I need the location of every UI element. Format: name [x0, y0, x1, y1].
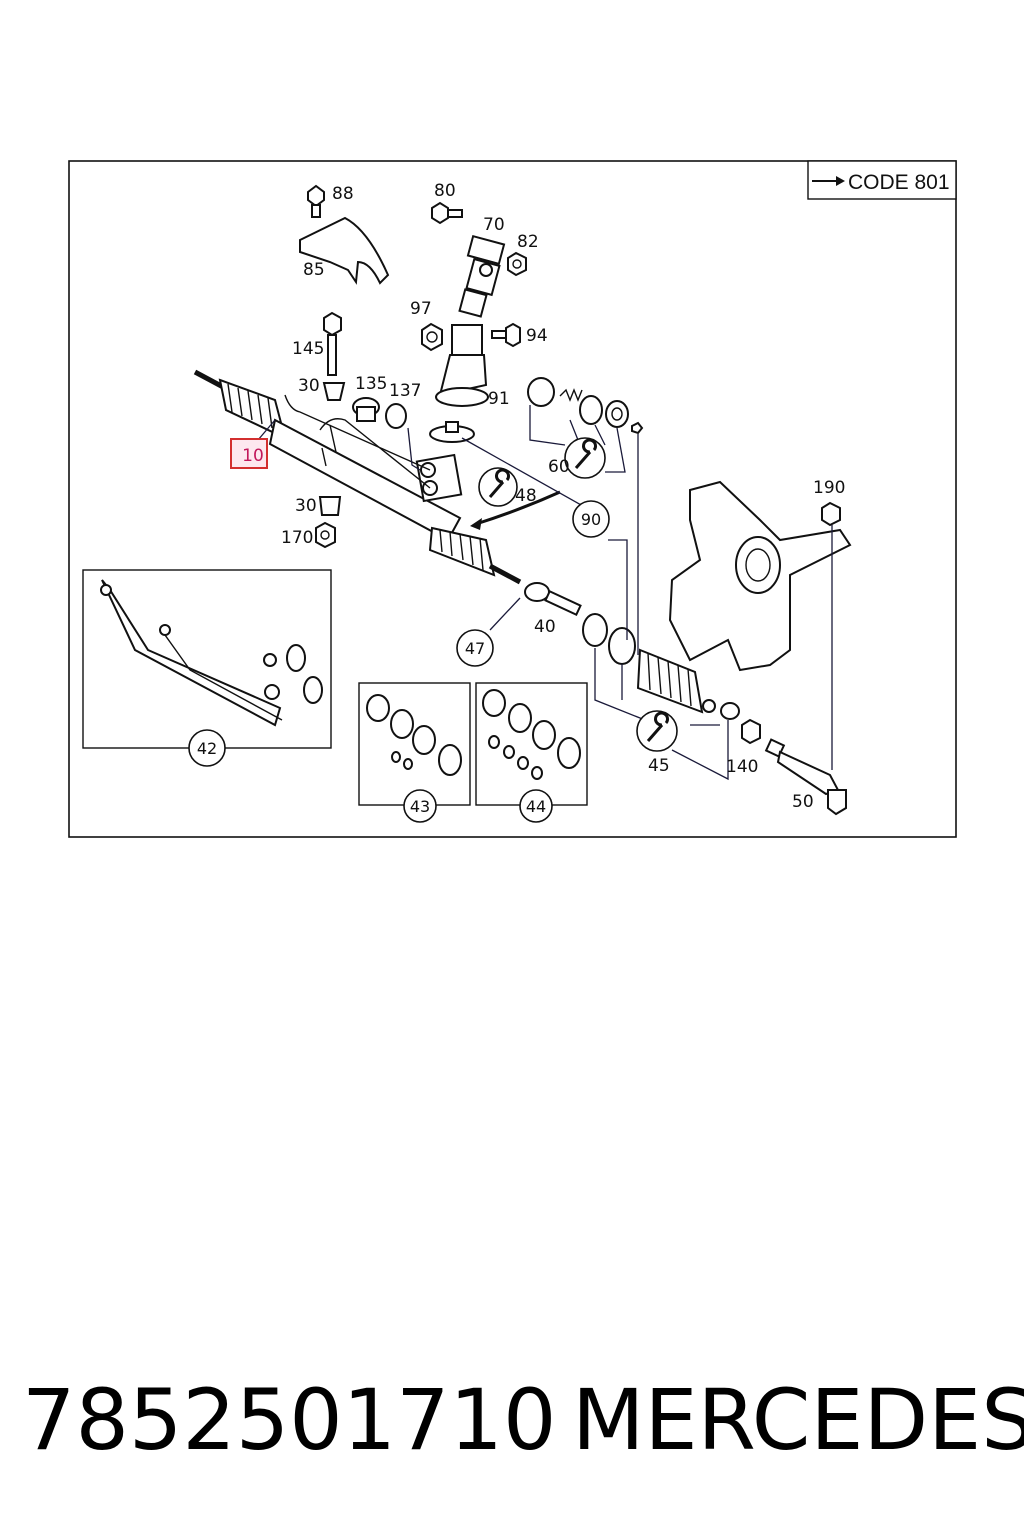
part-140-clamp: [720, 702, 740, 720]
callout-135: 135: [355, 374, 387, 394]
wrench-callout-45: [636, 710, 678, 752]
svg-text:90: 90: [581, 510, 601, 529]
part-88-bolt: [307, 184, 325, 218]
callout-170: 170: [281, 528, 313, 548]
part-85-shield: [299, 216, 390, 285]
svg-text:42: 42: [197, 739, 217, 758]
callout-30-lower: 30: [295, 496, 317, 516]
callout-94: 94: [526, 326, 548, 346]
callout-48: 48: [515, 486, 537, 506]
wrench-icon: [646, 711, 669, 742]
part-145-bolt: [323, 311, 342, 376]
callout-97: 97: [410, 299, 432, 319]
part-60-spring: [559, 388, 583, 402]
part-tie-rod-nut: [741, 718, 761, 745]
callout-50: 50: [792, 792, 814, 812]
callout-40: 40: [534, 617, 556, 637]
wrench-callout-48: [478, 467, 518, 507]
callout-140: 140: [726, 757, 758, 777]
part-number: 7852501710: [22, 1371, 557, 1469]
diagram-frame: [68, 160, 957, 838]
part-60-cap: [527, 377, 555, 407]
inset-box-43: [358, 682, 471, 806]
inset-box-44: [475, 682, 588, 806]
part-60-ring: [579, 395, 603, 425]
code-box: CODE 801: [807, 160, 957, 200]
callout-60: 60: [548, 457, 570, 477]
svg-text:10: 10: [242, 446, 264, 466]
highlighted-callout-10[interactable]: 10: [230, 438, 268, 469]
callout-30: 30: [298, 376, 320, 396]
part-135-plug: [352, 397, 380, 422]
callout-91: 91: [488, 389, 510, 409]
part-50-tie-rod-end: [764, 738, 847, 816]
circled-callout-42: 42: [188, 729, 226, 767]
part-190-nut: [821, 501, 841, 527]
callout-82: 82: [517, 232, 539, 252]
steering-knuckle: [668, 480, 852, 672]
part-seal-washer: [429, 421, 475, 443]
circled-callout-90: 90: [572, 500, 610, 538]
callout-145: 145: [292, 339, 324, 359]
callout-45: 45: [648, 756, 670, 776]
part-30-clip: [322, 382, 346, 401]
part-170-nut: [315, 521, 336, 549]
footer: 7852501710 MERCEDES: [0, 1365, 1024, 1475]
part-30-clip-lower: [318, 496, 342, 516]
part-60-bushing: [605, 400, 629, 428]
svg-text:44: 44: [526, 797, 546, 816]
circled-callout-43: 43: [403, 789, 437, 823]
part-82-nut: [507, 251, 527, 277]
assembly-arrow: [475, 490, 561, 526]
part-137-o-ring: [385, 403, 407, 429]
wrench-icon: [488, 468, 510, 498]
code-label: CODE 801: [848, 171, 950, 194]
part-45-boot-kit: [582, 613, 716, 714]
callout-80: 80: [434, 181, 456, 201]
leader-lines: [257, 405, 833, 781]
arrow-right-icon: [812, 176, 845, 186]
callout-190: 190: [813, 478, 845, 498]
brand-name: MERCEDES: [572, 1371, 1024, 1469]
wrench-icon: [574, 438, 597, 469]
callout-labels: 88 80 70 82 85 97 94 145 30 135 137 91 6…: [281, 181, 845, 812]
part-97-nut: [421, 322, 443, 352]
steering-rack-exploded-diagram: CODE 801: [68, 160, 957, 838]
part-10-steering-rack: [193, 369, 522, 585]
circled-callout-44: 44: [519, 789, 553, 823]
part-70-universal-joint: [458, 234, 506, 318]
callout-70: 70: [483, 215, 505, 235]
part-40-inner-tie-rod: [524, 582, 582, 617]
svg-text:47: 47: [465, 639, 485, 658]
wrench-callout-60: [564, 437, 606, 479]
part-80-bolt: [431, 201, 463, 225]
svg-text:43: 43: [410, 797, 430, 816]
inset-box-42: [82, 569, 332, 749]
callout-137: 137: [389, 381, 421, 401]
part-60-screw: [631, 421, 644, 435]
circled-callout-47: 47: [456, 629, 494, 667]
callout-88: 88: [332, 184, 354, 204]
part-91-coupling-boot: [435, 324, 489, 407]
part-94-bolt: [491, 322, 521, 348]
callout-85: 85: [303, 260, 325, 280]
